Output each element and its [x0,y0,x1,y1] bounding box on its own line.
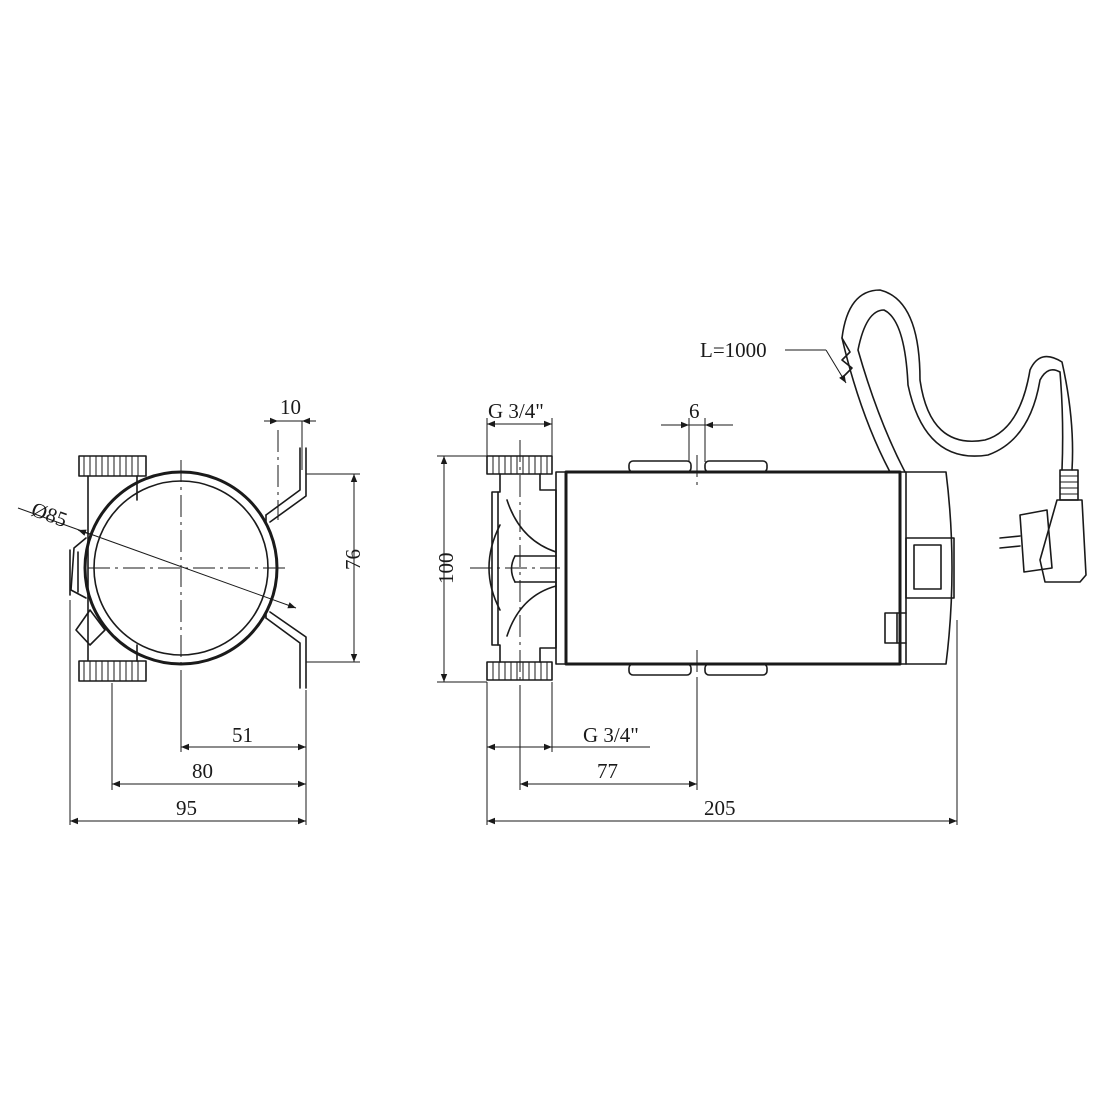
dim-76-label: 76 [341,549,365,570]
dim-10-label: 10 [280,395,301,419]
cable-length-label: L=1000 [700,338,767,362]
dimension-76: 76 [306,473,365,663]
dim-77-label: 77 [597,759,618,783]
power-cable [841,289,1087,583]
dimension-205: 205 [487,796,957,825]
dimension-95: 95 [70,796,306,825]
mounting-bracket [265,447,307,689]
motor-end-cap [884,471,955,665]
dimension-51: 51 [181,723,306,751]
diameter-85-dimension: Ø85 [17,497,297,609]
dimension-thread-top: G 3/4" [486,399,553,456]
side-terminal-box [69,537,106,646]
end-view: Ø85 10 76 51 80 [17,395,365,825]
dimension-10: 10 [264,395,316,470]
dim-51-label: 51 [232,723,253,747]
switch-indicator [913,544,942,590]
mounting-feet [628,460,768,676]
dim-85-label: Ø85 [28,497,70,532]
end-view-extension-lines [69,600,307,825]
dim-80-label: 80 [192,759,213,783]
side-view: G 3/4" 6 100 G 3/4" [434,289,1087,825]
side-view-extension-lines [486,620,958,825]
dim-205-label: 205 [704,796,736,820]
dim-95-label: 95 [176,796,197,820]
top-thread-fitting [78,455,147,661]
dimension-80: 80 [112,759,306,788]
motor-body [564,470,902,666]
dimension-77: 77 [520,759,697,788]
thread-top-label: G 3/4" [488,399,544,423]
dimension-100: 100 [434,455,487,683]
dim-100-label: 100 [434,553,458,585]
dimension-thread-bottom: G 3/4" [487,723,650,751]
thread-bottom-label: G 3/4" [583,723,639,747]
cable-length-callout: L=1000 [700,338,847,384]
dim-6-label: 6 [689,399,700,423]
dimension-6: 6 [661,399,733,462]
bottom-thread-fitting [78,644,147,682]
